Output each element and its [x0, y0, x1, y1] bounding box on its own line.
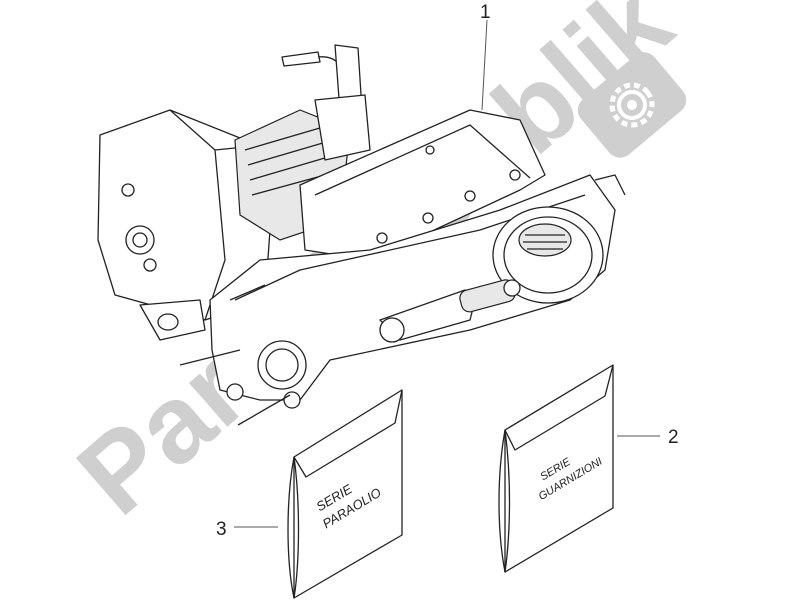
- callout-number: 3: [216, 519, 227, 540]
- callout-number: 2: [668, 427, 679, 448]
- callout-number: 1: [480, 2, 491, 23]
- envelope-serie-guarnizioni: SERIE GUARNIZIONI: [498, 364, 614, 573]
- envelope-serie-paraolio: SERIE PARAOLIO: [287, 389, 403, 599]
- callout-1[interactable]: 1: [480, 2, 491, 111]
- callout-3[interactable]: 3: [216, 519, 278, 540]
- gear-icon: [577, 52, 687, 158]
- engine-assembly: [97, 44, 626, 426]
- callout-2[interactable]: 2: [617, 427, 679, 448]
